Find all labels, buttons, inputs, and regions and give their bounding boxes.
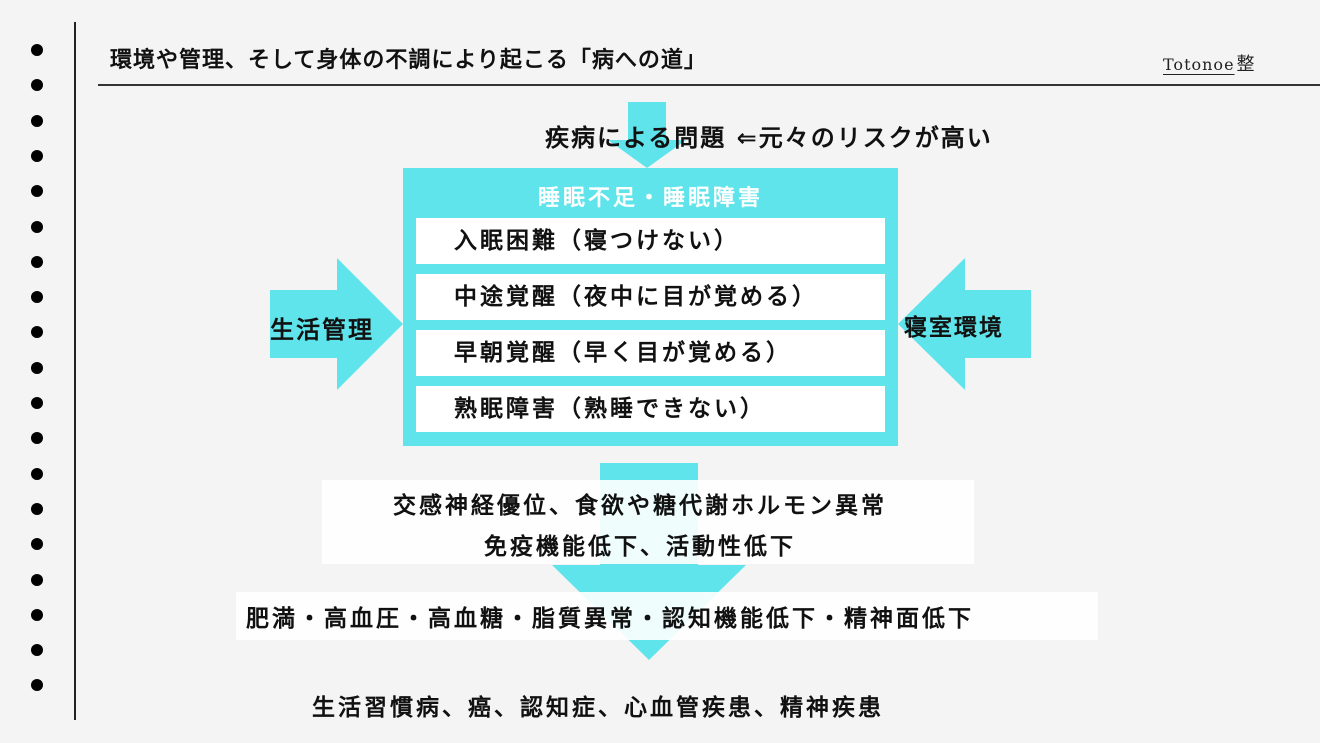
left-label: 生活管理 xyxy=(270,316,374,344)
mid-line-1: 交感神経優位、食欲や糖代謝ホルモン異常 xyxy=(393,493,887,519)
binder-dot xyxy=(31,326,43,339)
binder-dot xyxy=(31,255,43,268)
margin-line xyxy=(74,22,76,720)
binder-dot xyxy=(31,185,43,198)
right-label: 寝室環境 xyxy=(904,315,1004,341)
list-item: 入眠困難（寝つけない） xyxy=(416,218,885,264)
binder-dot xyxy=(31,79,43,92)
binder-dot xyxy=(31,502,43,515)
binder-dot xyxy=(31,149,43,162)
binder-dot xyxy=(31,432,43,445)
mid-line-2: 免疫機能低下、活動性低下 xyxy=(484,534,796,560)
left-arrow xyxy=(270,258,403,390)
list-item: 熟眠障害（熟睡できない） xyxy=(416,386,885,432)
binder-dot xyxy=(31,114,43,127)
result-line: 肥満・高血圧・高血糖・脂質異常・認知機能低下・精神面低下 xyxy=(246,606,974,632)
binder-dot xyxy=(31,538,43,551)
binder-dot xyxy=(31,397,43,409)
binder-dot xyxy=(31,679,43,692)
brand-kanji: 整 xyxy=(1236,54,1256,75)
binder-dot xyxy=(31,644,43,657)
list-item: 早朝覚醒（早く目が覚める） xyxy=(416,330,885,376)
binder-dot xyxy=(31,361,43,374)
header-divider xyxy=(98,84,1320,86)
top-label: 疾病による問題 ⇐元々のリスクが高い xyxy=(545,124,993,152)
top-arrow xyxy=(608,102,686,168)
binder-dot xyxy=(31,573,43,586)
brand-text: Totonoe xyxy=(1163,55,1235,74)
result-band xyxy=(236,592,1098,640)
binder-dot xyxy=(31,220,43,233)
final-line: 生活習慣病、癌、認知症、心血管疾患、精神疾患 xyxy=(312,695,884,721)
sleep-disorder-box: 睡眠不足・睡眠障害 入眠困難（寝つけない） 中途覚醒（夜中に目が覚める） 早朝覚… xyxy=(403,168,898,446)
binder-dot xyxy=(31,291,43,304)
binder-dot xyxy=(31,608,43,621)
right-arrow xyxy=(898,258,1031,390)
list-item: 中途覚醒（夜中に目が覚める） xyxy=(416,274,885,320)
binder-dot xyxy=(31,44,43,56)
box-title: 睡眠不足・睡眠障害 xyxy=(537,186,763,211)
mid-text-band xyxy=(322,480,974,564)
binder-dot xyxy=(31,467,43,480)
page-title: 環境や管理、そして身体の不調により起こる「病への道」 xyxy=(110,48,707,73)
